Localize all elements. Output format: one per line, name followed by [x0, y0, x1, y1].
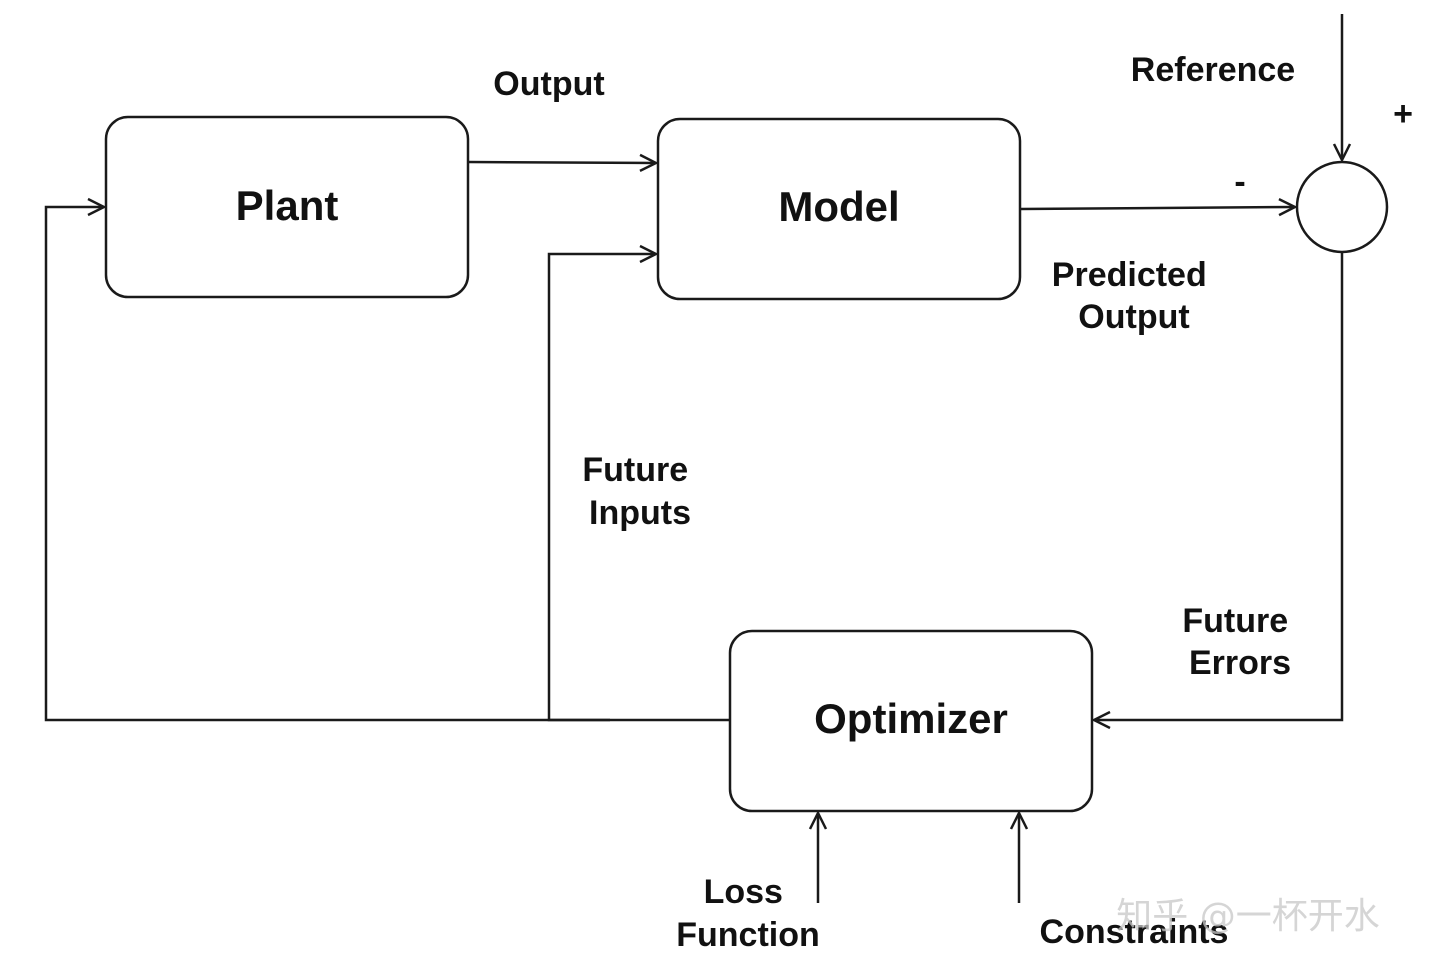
future-errors-line-1: Future [1182, 602, 1288, 640]
optimizer-label: Optimizer [814, 695, 1008, 742]
plus-sign: + [1393, 95, 1413, 133]
summing-junction [1295, 160, 1389, 254]
plant-input-arrow [44, 207, 730, 722]
loss-function-line-2: Function [676, 916, 820, 954]
future-inputs-arrow [547, 254, 656, 722]
optimizer-block: Optimizer [728, 629, 1094, 813]
future-inputs-line-1: Future [582, 451, 688, 489]
constraints-label: Constraints [1040, 913, 1229, 951]
future-errors-arrow [1094, 252, 1344, 720]
reference-label: Reference [1131, 51, 1295, 89]
model-label: Model [778, 183, 899, 230]
model-block: Model [656, 117, 1022, 301]
predicted-output-arrow [1019, 207, 1295, 209]
plant-label: Plant [236, 182, 339, 229]
plant-block: Plant [104, 115, 470, 299]
future-errors-label: Future Errors [1182, 602, 1297, 682]
watermark: 知乎 @一杯开水 [1116, 896, 1379, 937]
future-inputs-label: Future Inputs [582, 451, 697, 532]
output-label: Output [493, 65, 604, 103]
predicted-output-label: Predicted Output [1052, 256, 1216, 336]
predicted-output-line-2: Output [1078, 298, 1189, 336]
loss-function-line-1: Loss [704, 873, 783, 911]
predicted-output-line-1: Predicted [1052, 256, 1207, 294]
future-inputs-line-2: Inputs [589, 494, 691, 532]
minus-sign: - [1234, 163, 1245, 201]
loss-function-label: Loss Function [676, 873, 820, 954]
future-errors-line-2: Errors [1189, 644, 1291, 682]
output-arrow [467, 162, 656, 163]
